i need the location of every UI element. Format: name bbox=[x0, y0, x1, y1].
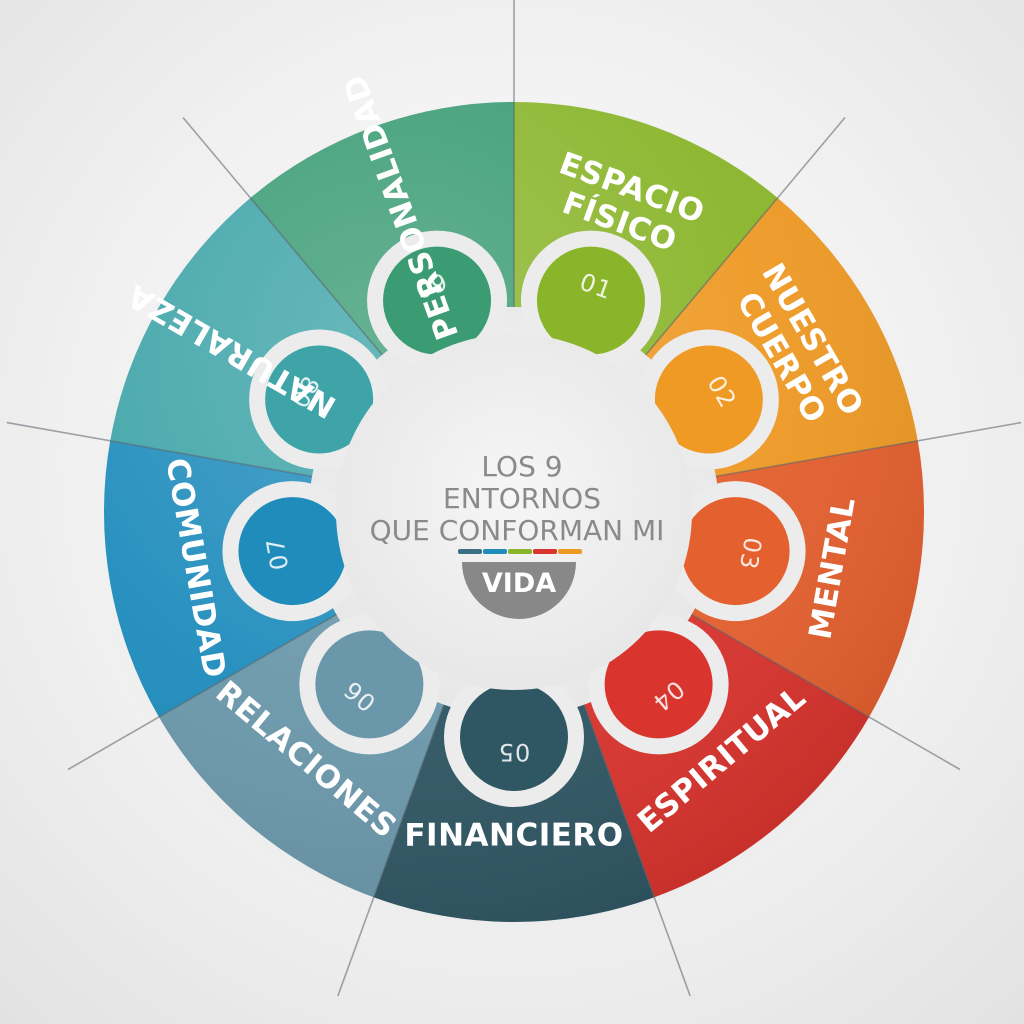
tab-circle-07 bbox=[238, 497, 347, 606]
stripe-segment bbox=[483, 549, 507, 554]
tab-circle-02 bbox=[654, 345, 763, 454]
vida-badge bbox=[462, 562, 576, 619]
segment-label-05: FINANCIERO bbox=[404, 818, 623, 854]
center-title-line-1: LOS 9 bbox=[481, 450, 562, 483]
center-title-line-3: QUE CONFORMAN MI bbox=[370, 514, 665, 547]
tab-circle-05 bbox=[460, 683, 568, 791]
segment-label-line: FINANCIERO bbox=[404, 818, 623, 854]
tab-circle-04 bbox=[604, 630, 713, 739]
segment-number-07: 07 bbox=[261, 535, 294, 572]
segment-number-03: 03 bbox=[734, 535, 767, 572]
tab-circle-03 bbox=[681, 497, 790, 606]
stripe-segment bbox=[458, 549, 482, 554]
tab-circle-08 bbox=[265, 345, 374, 454]
center-title-line-2: ENTORNOS bbox=[443, 482, 601, 515]
stripe-segment bbox=[508, 549, 532, 554]
tab-circle-06 bbox=[315, 630, 424, 739]
stripe-segment bbox=[558, 549, 582, 554]
tab-circle-01 bbox=[536, 246, 645, 355]
color-stripe bbox=[458, 549, 582, 554]
stripe-segment bbox=[533, 549, 557, 554]
tab-circle-09 bbox=[383, 246, 492, 355]
vida-label: VIDA bbox=[482, 568, 556, 599]
segment-number-05: 05 bbox=[498, 738, 531, 766]
center-title-group: LOS 9 ENTORNOS QUE CONFORMAN MI VIDA bbox=[370, 450, 665, 619]
hub-inner bbox=[336, 334, 692, 690]
